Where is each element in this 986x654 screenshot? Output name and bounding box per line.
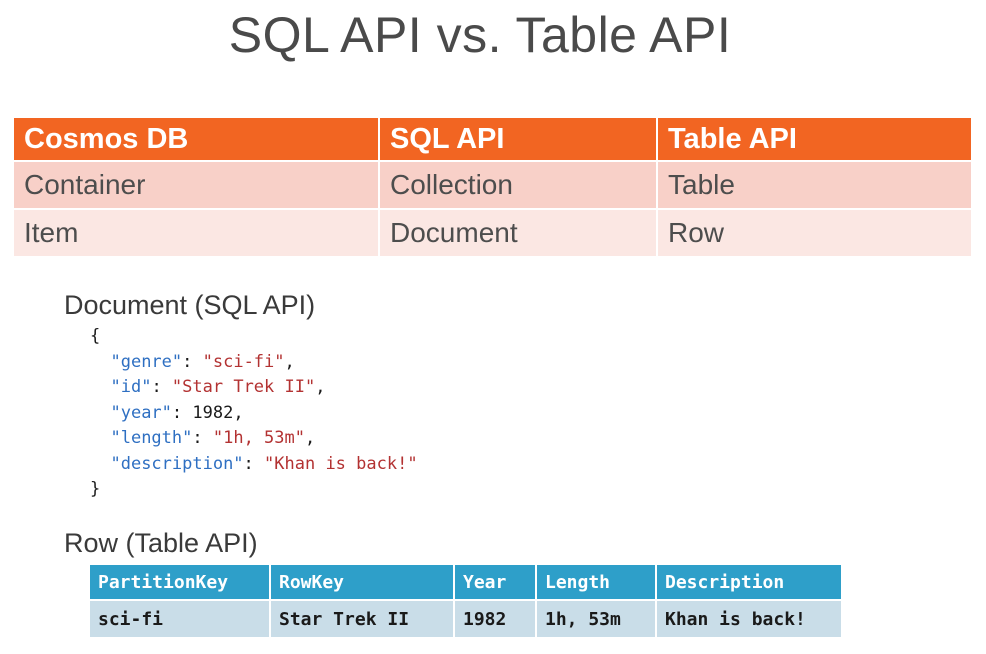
json-close-brace: } bbox=[90, 479, 101, 499]
row-cell-year: 1982 bbox=[455, 601, 535, 637]
mapping-cell: Item bbox=[14, 210, 378, 256]
mapping-header-row: Cosmos DB SQL API Table API bbox=[14, 118, 971, 160]
api-mapping-table: Cosmos DB SQL API Table API Container Co… bbox=[12, 116, 973, 258]
json-field-line: "year": 1982, bbox=[110, 402, 244, 423]
mapping-row-container: Container Collection Table bbox=[14, 162, 971, 208]
row-header-year: Year bbox=[455, 565, 535, 599]
row-table-header: PartitionKey RowKey Year Length Descript… bbox=[90, 565, 841, 599]
mapping-cell: Collection bbox=[380, 162, 656, 208]
json-key: "genre" bbox=[110, 351, 183, 372]
row-section-heading: Row (Table API) bbox=[64, 528, 258, 558]
json-field-line: "id": "Star Trek II", bbox=[110, 377, 326, 397]
json-key: "year" bbox=[110, 402, 172, 423]
row-cell-partitionkey: sci-fi bbox=[90, 601, 269, 637]
json-key: "length" bbox=[110, 428, 193, 448]
json-key: "id" bbox=[110, 377, 152, 397]
json-value: "sci-fi" bbox=[202, 351, 285, 372]
row-header-rowkey: RowKey bbox=[271, 565, 453, 599]
table-api-row-table: PartitionKey RowKey Year Length Descript… bbox=[88, 563, 843, 639]
json-document-code: { "genre": "sci-fi", "id": "Star Trek II… bbox=[90, 324, 418, 503]
slide-title: SQL API vs. Table API bbox=[228, 7, 732, 63]
row-header-description: Description bbox=[657, 565, 841, 599]
row-header-partitionkey: PartitionKey bbox=[90, 565, 269, 599]
json-open-brace: { bbox=[90, 326, 101, 346]
row-cell-description: Khan is back! bbox=[657, 601, 841, 637]
json-field-line: "genre": "sci-fi", bbox=[110, 351, 295, 372]
mapping-cell: Table bbox=[658, 162, 971, 208]
row-header-length: Length bbox=[537, 565, 655, 599]
json-value: 1982 bbox=[192, 402, 234, 423]
json-value: "1h, 53m" bbox=[212, 428, 305, 448]
table-row: sci-fi Star Trek II 1982 1h, 53m Khan is… bbox=[90, 601, 841, 637]
document-section-heading: Document (SQL API) bbox=[64, 290, 316, 320]
mapping-cell: Container bbox=[14, 162, 378, 208]
json-field-line: "description": "Khan is back!" bbox=[110, 453, 418, 474]
mapping-cell: Row bbox=[658, 210, 971, 256]
mapping-row-item: Item Document Row bbox=[14, 210, 971, 256]
row-cell-length: 1h, 53m bbox=[537, 601, 655, 637]
json-field-line: "length": "1h, 53m", bbox=[110, 428, 316, 448]
json-value: "Khan is back!" bbox=[264, 453, 418, 474]
mapping-cell: Document bbox=[380, 210, 656, 256]
json-value: "Star Trek II" bbox=[171, 377, 316, 397]
json-key: "description" bbox=[110, 453, 244, 474]
mapping-header-cosmos-db: Cosmos DB bbox=[14, 118, 378, 160]
row-cell-rowkey: Star Trek II bbox=[271, 601, 453, 637]
mapping-header-sql-api: SQL API bbox=[380, 118, 656, 160]
mapping-header-table-api: Table API bbox=[658, 118, 971, 160]
